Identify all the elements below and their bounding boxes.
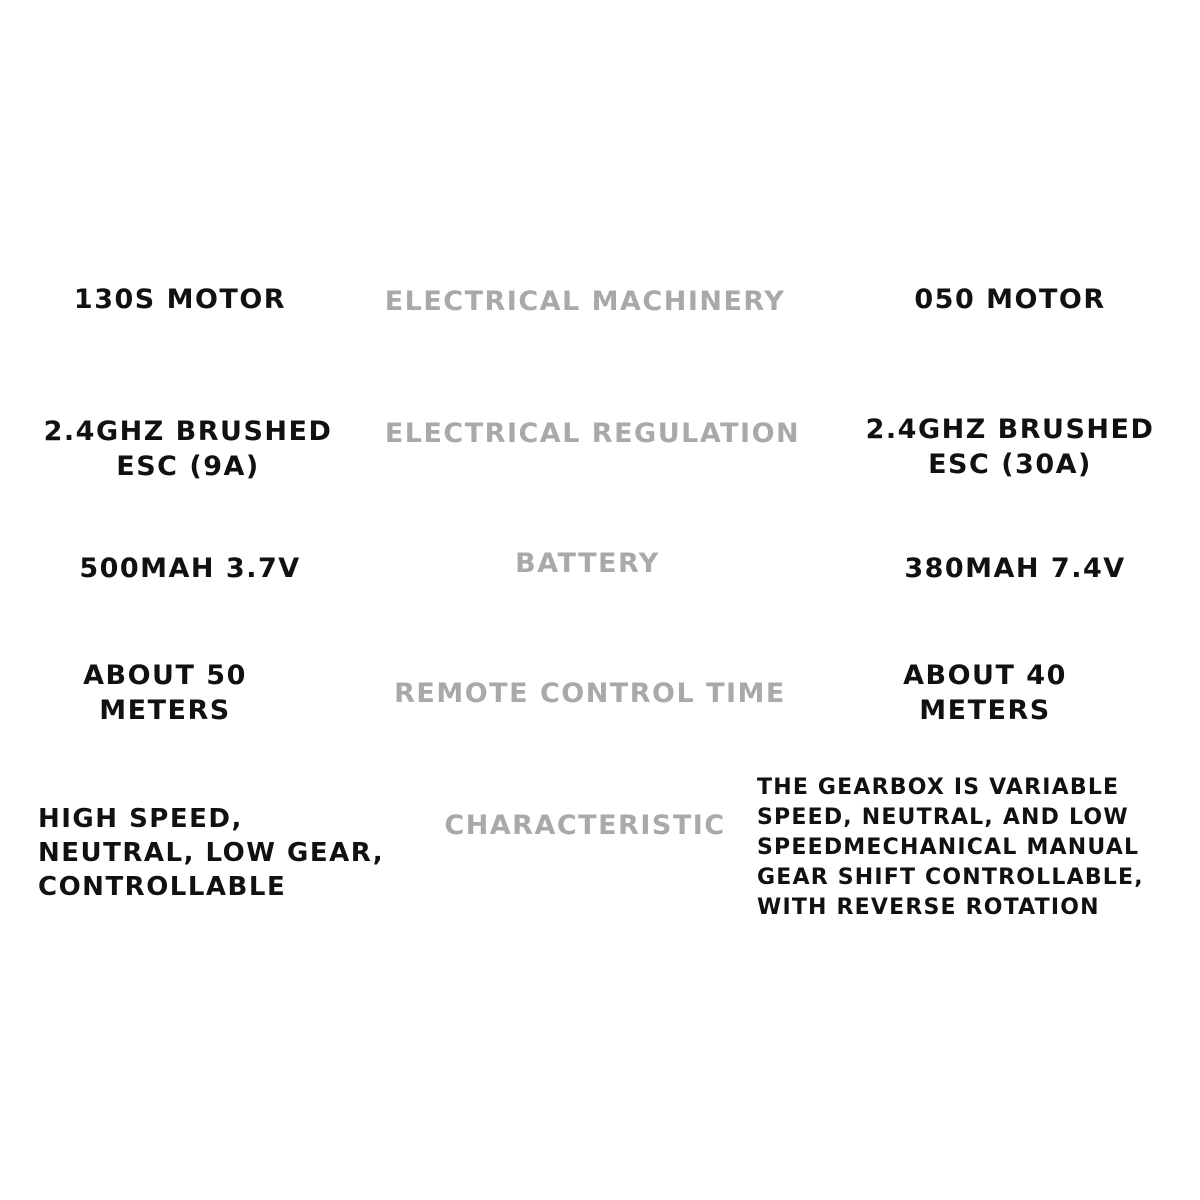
motor-right-value: 050 MOTOR bbox=[914, 284, 1106, 315]
characteristic-left-value: HIGH SPEED,NEUTRAL, LOW GEAR,CONTROLLABL… bbox=[38, 804, 385, 902]
battery-label: BATTERY bbox=[515, 548, 660, 579]
motor-left-value: 130S MOTOR bbox=[73, 284, 287, 315]
battery-left-value: 500MAH 3.7V bbox=[79, 553, 301, 584]
motor-label: ELECTRICAL MACHINERY bbox=[384, 286, 786, 317]
characteristic-label: CHARACTERISTIC bbox=[444, 810, 726, 841]
esc-label: ELECTRICAL REGULATION bbox=[384, 418, 801, 449]
remote-control-label: REMOTE CONTROL TIME bbox=[394, 678, 786, 709]
battery-right-value: 380MAH 7.4V bbox=[904, 553, 1126, 584]
